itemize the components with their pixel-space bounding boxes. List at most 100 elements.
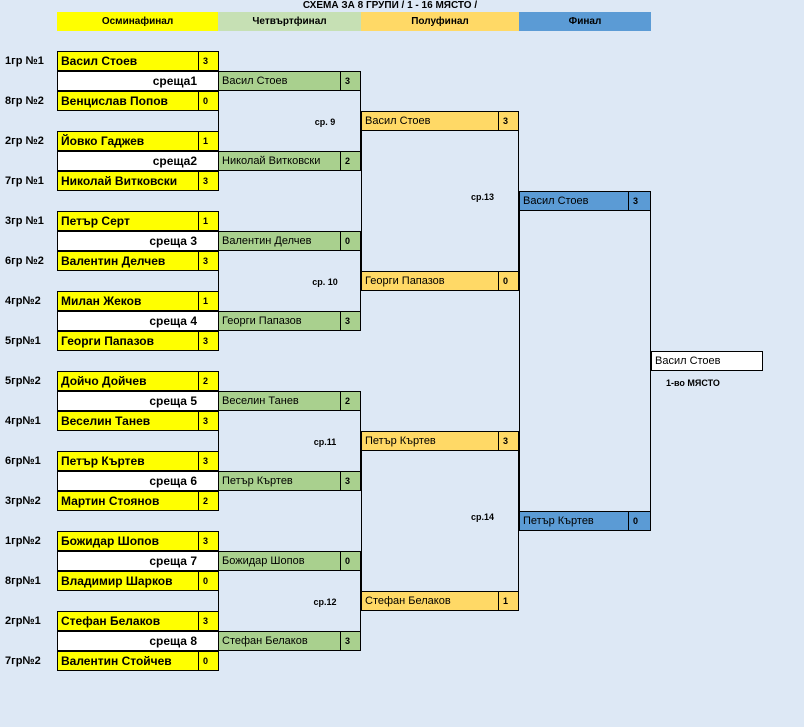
final-player-score: 3 [628, 191, 651, 211]
connector-line [361, 131, 362, 271]
sf-match-label: ср.13 [470, 192, 494, 202]
semifinal-player-score: 1 [498, 591, 519, 611]
connector-line [360, 571, 361, 631]
quarterfinal-player-score: 3 [340, 631, 361, 651]
quarterfinal-player-score: 3 [340, 311, 361, 331]
group-label: 1гр №1 [5, 55, 44, 67]
group-label: 6гр №2 [5, 255, 44, 267]
quarterfinal-player-score: 0 [340, 231, 361, 251]
semifinal-player-name: Петър Къртев [361, 431, 499, 451]
quarterfinal-player-score: 2 [340, 391, 361, 411]
qf-match-label: ср.11 [313, 437, 337, 447]
semifinal-player-score: 3 [498, 431, 519, 451]
round16-player-score: 3 [198, 411, 219, 431]
quarterfinal-player-name: Петър Къртев [218, 471, 341, 491]
round16-player-score: 3 [198, 531, 219, 551]
round16-player-name: Божидар Шопов [57, 531, 199, 551]
connector-line [218, 91, 219, 151]
round16-player-name: Венцислав Попов [57, 91, 199, 111]
final-player-name: Петър Къртев [519, 511, 629, 531]
round16-player-score: 3 [198, 331, 219, 351]
round16-player-name: Дойчо Дойчев [57, 371, 199, 391]
quarterfinal-player-name: Васил Стоев [218, 71, 341, 91]
round16-player-score: 1 [198, 291, 219, 311]
round16-player-score: 0 [198, 651, 219, 671]
match-label: среща2 [152, 154, 197, 168]
match-label: среща 5 [149, 394, 197, 408]
connector-line [361, 271, 519, 272]
group-label: 2гр№1 [5, 615, 41, 627]
match-label: среща 8 [149, 634, 197, 648]
semifinal-player-name: Георги Папазов [361, 271, 499, 291]
connector-line [218, 471, 361, 472]
round16-player-name: Милан Жеков [57, 291, 199, 311]
round16-player-name: Веселин Танев [57, 411, 199, 431]
group-label: 7гр№2 [5, 655, 41, 667]
round16-player-score: 1 [198, 211, 219, 231]
final-player-score: 0 [628, 511, 651, 531]
connector-line [218, 411, 219, 471]
quarterfinal-player-name: Веселин Танев [218, 391, 341, 411]
connector-line [650, 211, 651, 531]
round16-player-name: Йовко Гаджев [57, 131, 199, 151]
connector-line [361, 451, 362, 591]
connector-line [218, 251, 219, 311]
semifinal-player-score: 0 [498, 271, 519, 291]
round16-player-score: 3 [198, 51, 219, 71]
group-label: 2гр №2 [5, 135, 44, 147]
header-quarterfinal: Четвъртфинал [218, 12, 361, 31]
round16-player-name: Владимир Шарков [57, 571, 199, 591]
semifinal-player-name: Стефан Белаков [361, 591, 499, 611]
round16-player-score: 2 [198, 491, 219, 511]
match-label: среща 3 [149, 234, 197, 248]
round16-player-name: Стефан Белаков [57, 611, 199, 631]
round16-player-score: 2 [198, 371, 219, 391]
round16-player-name: Николай Витковски [57, 171, 199, 191]
group-label: 5гр№1 [5, 335, 41, 347]
quarterfinal-player-name: Божидар Шопов [218, 551, 341, 571]
group-label: 6гр№1 [5, 455, 41, 467]
group-label: 3гр №1 [5, 215, 44, 227]
match-label: среща 6 [149, 474, 197, 488]
quarterfinal-player-name: Стефан Белаков [218, 631, 341, 651]
quarterfinal-player-name: Николай Витковски [218, 151, 341, 171]
group-label: 1гр№2 [5, 535, 41, 547]
match-label: среща1 [152, 74, 197, 88]
connector-line [519, 211, 520, 531]
round16-player-name: Васил Стоев [57, 51, 199, 71]
group-label: 4гр№1 [5, 415, 41, 427]
quarterfinal-player-score: 0 [340, 551, 361, 571]
quarterfinal-player-score: 3 [340, 471, 361, 491]
quarterfinal-player-name: Георги Папазов [218, 311, 341, 331]
round16-player-name: Валентин Стойчев [57, 651, 199, 671]
semifinal-player-score: 3 [498, 111, 519, 131]
winner-place-label: 1-во МЯСТО [666, 378, 720, 388]
connector-line [518, 451, 519, 591]
round16-player-score: 0 [198, 91, 219, 111]
qf-match-label: ср. 10 [312, 277, 338, 287]
connector-line [361, 591, 519, 592]
group-label: 8гр№1 [5, 575, 41, 587]
header-round16: Осминафинал [57, 12, 218, 31]
round16-player-score: 3 [198, 611, 219, 631]
connector-line [218, 571, 219, 631]
round16-player-score: 3 [198, 171, 219, 191]
round16-player-name: Мартин Стоянов [57, 491, 199, 511]
group-label: 7гр №1 [5, 175, 44, 187]
round16-player-score: 0 [198, 571, 219, 591]
final-player-name: Васил Стоев [519, 191, 629, 211]
match-label: среща 4 [149, 314, 197, 328]
group-label: 5гр№2 [5, 375, 41, 387]
round16-player-score: 3 [198, 251, 219, 271]
round16-player-name: Петър Къртев [57, 451, 199, 471]
connector-line [218, 631, 361, 632]
quarterfinal-player-name: Валентин Делчев [218, 231, 341, 251]
header-semifinal: Полуфинал [361, 12, 519, 31]
group-label: 8гр №2 [5, 95, 44, 107]
page-title: СХЕМА ЗА 8 ГРУПИ / 1 - 16 МЯСТО / [302, 0, 478, 11]
semifinal-player-name: Васил Стоев [361, 111, 499, 131]
group-label: 3гр№2 [5, 495, 41, 507]
winner-name: Васил Стоев [651, 351, 763, 371]
round16-player-score: 3 [198, 451, 219, 471]
connector-line [218, 151, 361, 152]
